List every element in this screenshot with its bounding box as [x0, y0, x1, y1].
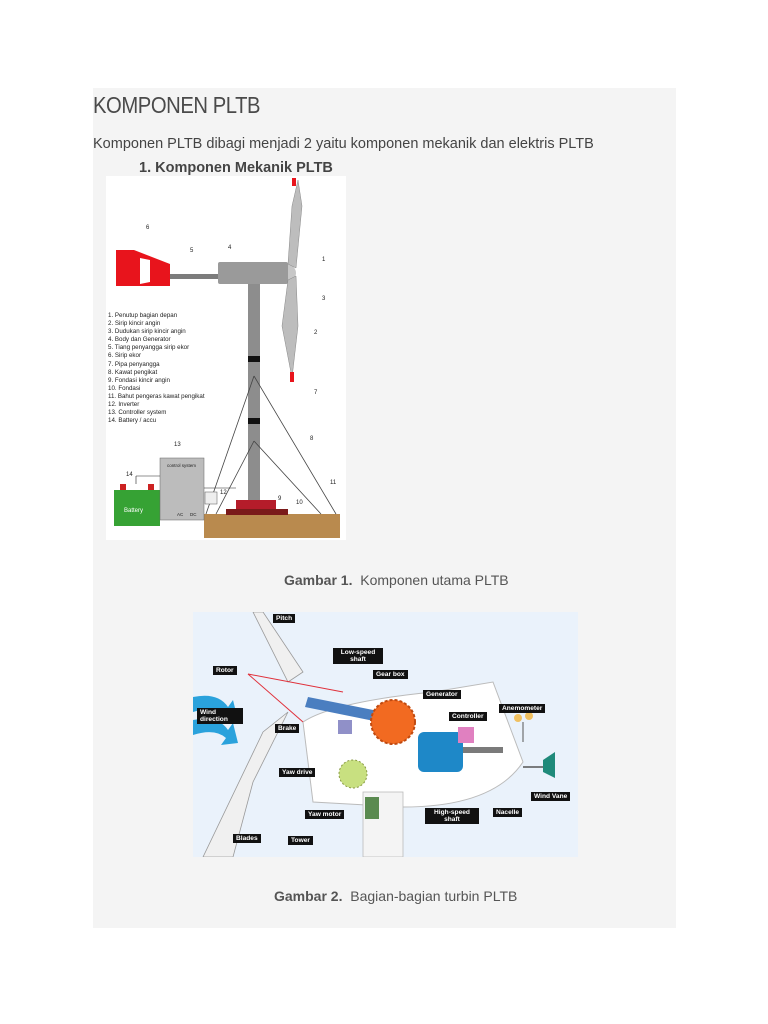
svg-text:12: 12	[220, 490, 227, 496]
section-heading: 1. Komponen Mekanik PLTB	[139, 160, 333, 176]
label-yaw-motor: Yaw motor	[305, 810, 345, 819]
inverter-box	[204, 491, 218, 505]
label-rotor: Rotor	[213, 666, 237, 675]
svg-text:4: 4	[228, 245, 232, 251]
svg-text:Battery: Battery	[124, 508, 143, 514]
svg-text:AC: AC	[177, 512, 184, 517]
ground-foundation	[204, 514, 340, 538]
label-low-speed-shaft: Low-speed shaft	[333, 648, 383, 664]
svg-text:13: 13	[174, 442, 181, 448]
svg-text:3: 3	[322, 296, 326, 302]
legend-item: 5. Tiang penyangga sirip ekor	[108, 344, 190, 352]
legend-item: 9. Fondasi kincir angin	[108, 376, 170, 384]
legend-item: 7. Pipa penyangga	[108, 360, 160, 368]
label-pitch: Pitch	[273, 614, 296, 623]
label-tower: Tower	[288, 836, 313, 845]
label-controller: Controller	[449, 712, 487, 721]
label-blades: Blades	[233, 834, 261, 843]
figure-1-caption-text: Komponen utama PLTB	[360, 572, 509, 588]
figure-2-caption-text: Bagian-bagian turbin PLTB	[350, 888, 518, 904]
svg-text:2: 2	[314, 330, 318, 336]
label-wind-direction: Wind direction	[197, 708, 243, 724]
legend-item: 14. Battery / accu	[108, 417, 157, 425]
legend-item: 3. Dudukan sirip kincir angin	[108, 328, 186, 336]
figure-2-nacelle-diagram: Pitch Rotor Low-speed shaft Gear box Gen…	[193, 611, 578, 858]
svg-text:6: 6	[146, 225, 150, 231]
legend-item: 11. Bahut pengeras kawat pengikat	[108, 392, 205, 400]
figure-1-wind-turbine-diagram: Battery control system AC DC 6 5 4 1 3 2…	[106, 176, 346, 540]
battery-box	[114, 490, 160, 526]
nacelle-body	[218, 262, 288, 284]
legend-item: 10. Fondasi	[108, 384, 141, 392]
legend-item: 6. Sirip ekor	[108, 352, 142, 360]
figure-1-caption: Gambar 1. Komponen utama PLTB	[284, 572, 509, 588]
svg-text:control system: control system	[167, 463, 196, 468]
label-yaw-drive: Yaw drive	[279, 768, 316, 777]
legend-item: 13. Controller system	[108, 409, 167, 417]
label-generator: Generator	[423, 690, 461, 699]
legend-item: 8. Kawat pengikat	[108, 368, 158, 376]
generator	[418, 732, 463, 772]
tower-base	[236, 500, 276, 510]
svg-text:1: 1	[322, 257, 326, 263]
label-nacelle: Nacelle	[493, 808, 523, 817]
figure-1-legend: 1. Penutup bagian depan 2. Sirip kincir …	[108, 312, 205, 425]
label-gear-box: Gear box	[373, 670, 408, 679]
label-brake: Brake	[275, 724, 300, 733]
svg-text:14: 14	[126, 472, 133, 478]
figure-1-caption-label: Gambar 1.	[284, 572, 353, 588]
svg-text:5: 5	[190, 248, 194, 254]
figure-2-caption: Gambar 2. Bagian-bagian turbin PLTB	[274, 888, 517, 904]
svg-text:9: 9	[278, 496, 282, 502]
legend-item: 2. Sirip kincir angin	[108, 320, 161, 328]
svg-text:DC: DC	[190, 512, 197, 517]
label-wind-vane: Wind Vane	[531, 792, 571, 801]
svg-text:11: 11	[330, 480, 337, 486]
legend-item: 4. Body dan Generator	[108, 336, 171, 344]
figure-2-caption-label: Gambar 2.	[274, 888, 343, 904]
label-high-speed-shaft: High-speed shaft	[425, 808, 479, 824]
svg-text:8: 8	[310, 436, 314, 442]
wind-turbine-illustration: Battery control system AC DC 6 5 4 1 3 2…	[114, 178, 340, 538]
svg-text:10: 10	[296, 500, 303, 506]
label-anemometer: Anemometer	[499, 704, 546, 713]
controller-cabinet	[159, 457, 205, 521]
page-title: KOMPONEN PLTB	[93, 92, 261, 118]
legend-item: 1. Penutup bagian depan	[108, 312, 178, 319]
gear-box	[370, 699, 416, 745]
nacelle-illustration	[193, 611, 555, 858]
svg-text:7: 7	[314, 390, 318, 396]
legend-item: 12. Inverter	[108, 401, 140, 409]
intro-paragraph: Komponen PLTB dibagi menjadi 2 yaitu kom…	[93, 136, 594, 152]
